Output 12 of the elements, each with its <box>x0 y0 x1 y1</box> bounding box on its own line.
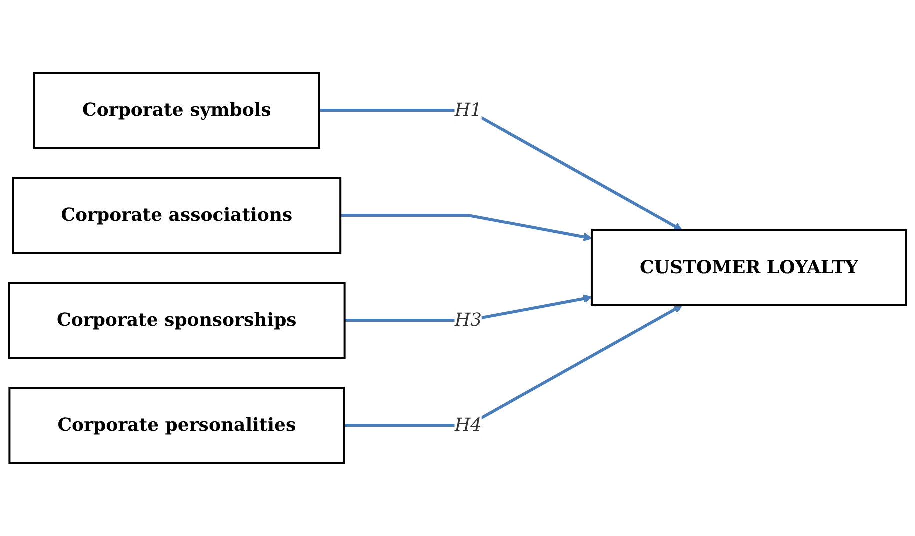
node-box: Corporate personalities <box>8 387 345 464</box>
edge-label: H1 <box>454 100 482 121</box>
node-box: CUSTOMER LOYALTY <box>590 230 908 306</box>
edge-label: H4 <box>454 415 482 436</box>
arrow <box>344 305 683 427</box>
node-box: Corporate associations <box>12 177 342 254</box>
node-box: Corporate symbols <box>33 72 320 149</box>
arrow <box>319 109 683 231</box>
edge-label: H3 <box>454 310 482 331</box>
node-box: Corporate sponsorships <box>8 282 346 359</box>
arrow <box>344 294 592 322</box>
arrow <box>340 214 592 242</box>
